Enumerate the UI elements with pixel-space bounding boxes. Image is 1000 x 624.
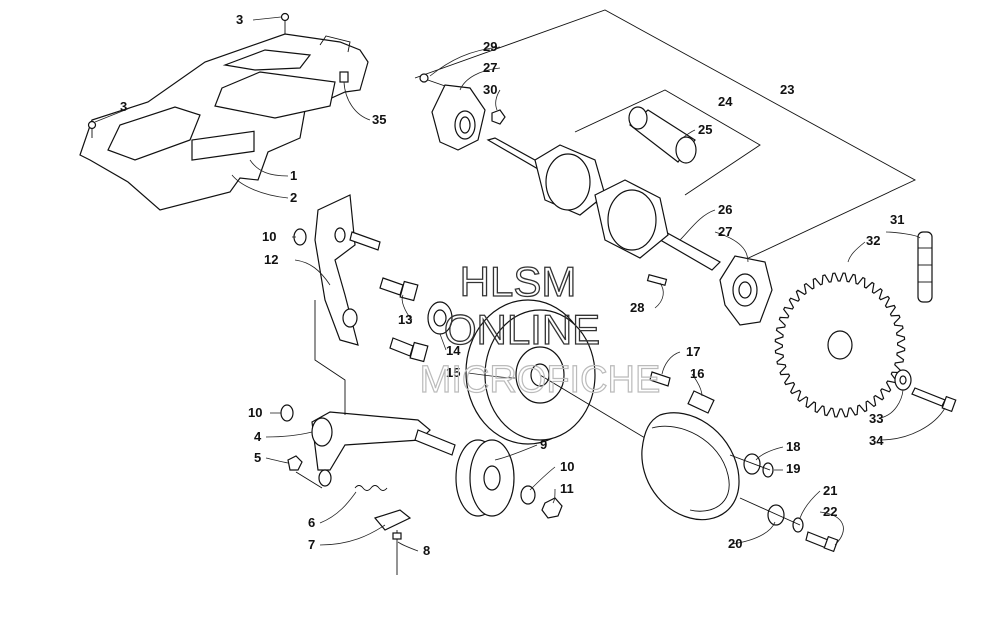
sprocket-hub (827, 330, 853, 360)
washer-10-right (520, 485, 536, 505)
callout-22: 22 (823, 504, 837, 519)
pin-8 (392, 530, 402, 575)
bolt-29 (419, 73, 446, 87)
watermark-line-3: MICROFICHE (420, 359, 661, 401)
pin-shaft (349, 231, 381, 251)
callout-34: 34 (869, 433, 884, 448)
callout-1: 1 (290, 168, 297, 183)
callout-3: 3 (120, 99, 127, 114)
washer-33 (894, 369, 912, 391)
watermark-line-2: ONLINE (444, 306, 600, 353)
nut-30 (491, 109, 506, 125)
brake-bracket-12 (314, 194, 359, 346)
callout-4: 4 (254, 429, 262, 444)
screw-3-left (87, 120, 97, 138)
bolt-22 (805, 531, 839, 553)
washer-21 (792, 517, 804, 533)
callout-13: 13 (398, 312, 412, 327)
washer-18 (743, 453, 761, 475)
callout-15: 15 (446, 365, 460, 380)
screw-3-top (280, 12, 290, 34)
watermark: HLSM ONLINE MICROFICHE (419, 257, 661, 401)
callout-11: 11 (560, 481, 574, 496)
callout-26: 26 (718, 202, 732, 217)
callout-16: 16 (690, 366, 704, 381)
chain-31 (917, 231, 933, 303)
spring-6 (354, 485, 388, 491)
sprocket-32 (774, 272, 906, 418)
callout-30: 30 (483, 82, 497, 97)
callout-12: 12 (264, 252, 278, 267)
clip-35 (339, 71, 349, 83)
callout-25: 25 (698, 122, 712, 137)
idler-wheel-9 (455, 439, 515, 517)
callout-32: 32 (866, 233, 880, 248)
callout-20: 20 (728, 536, 742, 551)
washer-19 (762, 462, 774, 478)
brake-band-16 (641, 390, 740, 521)
leader-lines (94, 16, 946, 552)
callout-23: 23 (780, 82, 794, 97)
callout-10: 10 (248, 405, 262, 420)
callout-31: 31 (890, 212, 904, 227)
nut-5 (287, 455, 303, 471)
guard-plate (79, 33, 369, 211)
bolt-13 (379, 277, 419, 302)
callout-9: 9 (540, 437, 547, 452)
callout-2: 2 (290, 190, 297, 205)
callout-8: 8 (423, 543, 430, 558)
callout-19: 19 (786, 461, 800, 476)
callout-10: 10 (560, 459, 574, 474)
callout-24: 24 (718, 94, 733, 109)
bearing-flange-27-top (431, 84, 486, 151)
brake-disc-15 (465, 299, 691, 466)
callout-10: 10 (262, 229, 276, 244)
guard-plate-label (191, 130, 255, 161)
callout-27: 27 (718, 224, 732, 239)
washer-10-lower (280, 404, 294, 422)
bolt-14 (389, 337, 429, 363)
callout-6: 6 (308, 515, 315, 530)
pin-17 (649, 371, 671, 387)
callout-3: 3 (236, 12, 243, 27)
nut-11 (541, 497, 563, 519)
callout-17: 17 (686, 344, 700, 359)
stud-idler (414, 429, 456, 456)
watermark-line-1: HLSM (460, 258, 577, 305)
callout-18: 18 (786, 439, 800, 454)
callout-21: 21 (823, 483, 837, 498)
washer-20 (767, 504, 785, 526)
bracket-23-frame (414, 9, 916, 263)
callout-labels: 1 2 3 3 4 5 6 7 8 9 10 10 10 11 12 13 14… (120, 12, 904, 558)
key-28 (646, 274, 668, 286)
idler-arm-4 (311, 411, 431, 487)
callout-35: 35 (372, 112, 386, 127)
callout-28: 28 (630, 300, 644, 315)
callout-27: 27 (483, 60, 497, 75)
sleeve-25 (628, 106, 697, 164)
callout-33: 33 (869, 411, 883, 426)
coupling-hub-24 (534, 144, 669, 259)
callout-7: 7 (308, 537, 315, 552)
callout-5: 5 (254, 450, 261, 465)
bolt-34 (911, 387, 957, 413)
callout-14: 14 (446, 343, 461, 358)
lever-7 (373, 509, 412, 531)
bearing-flange-27-right (719, 255, 773, 326)
callout-29: 29 (483, 39, 497, 54)
